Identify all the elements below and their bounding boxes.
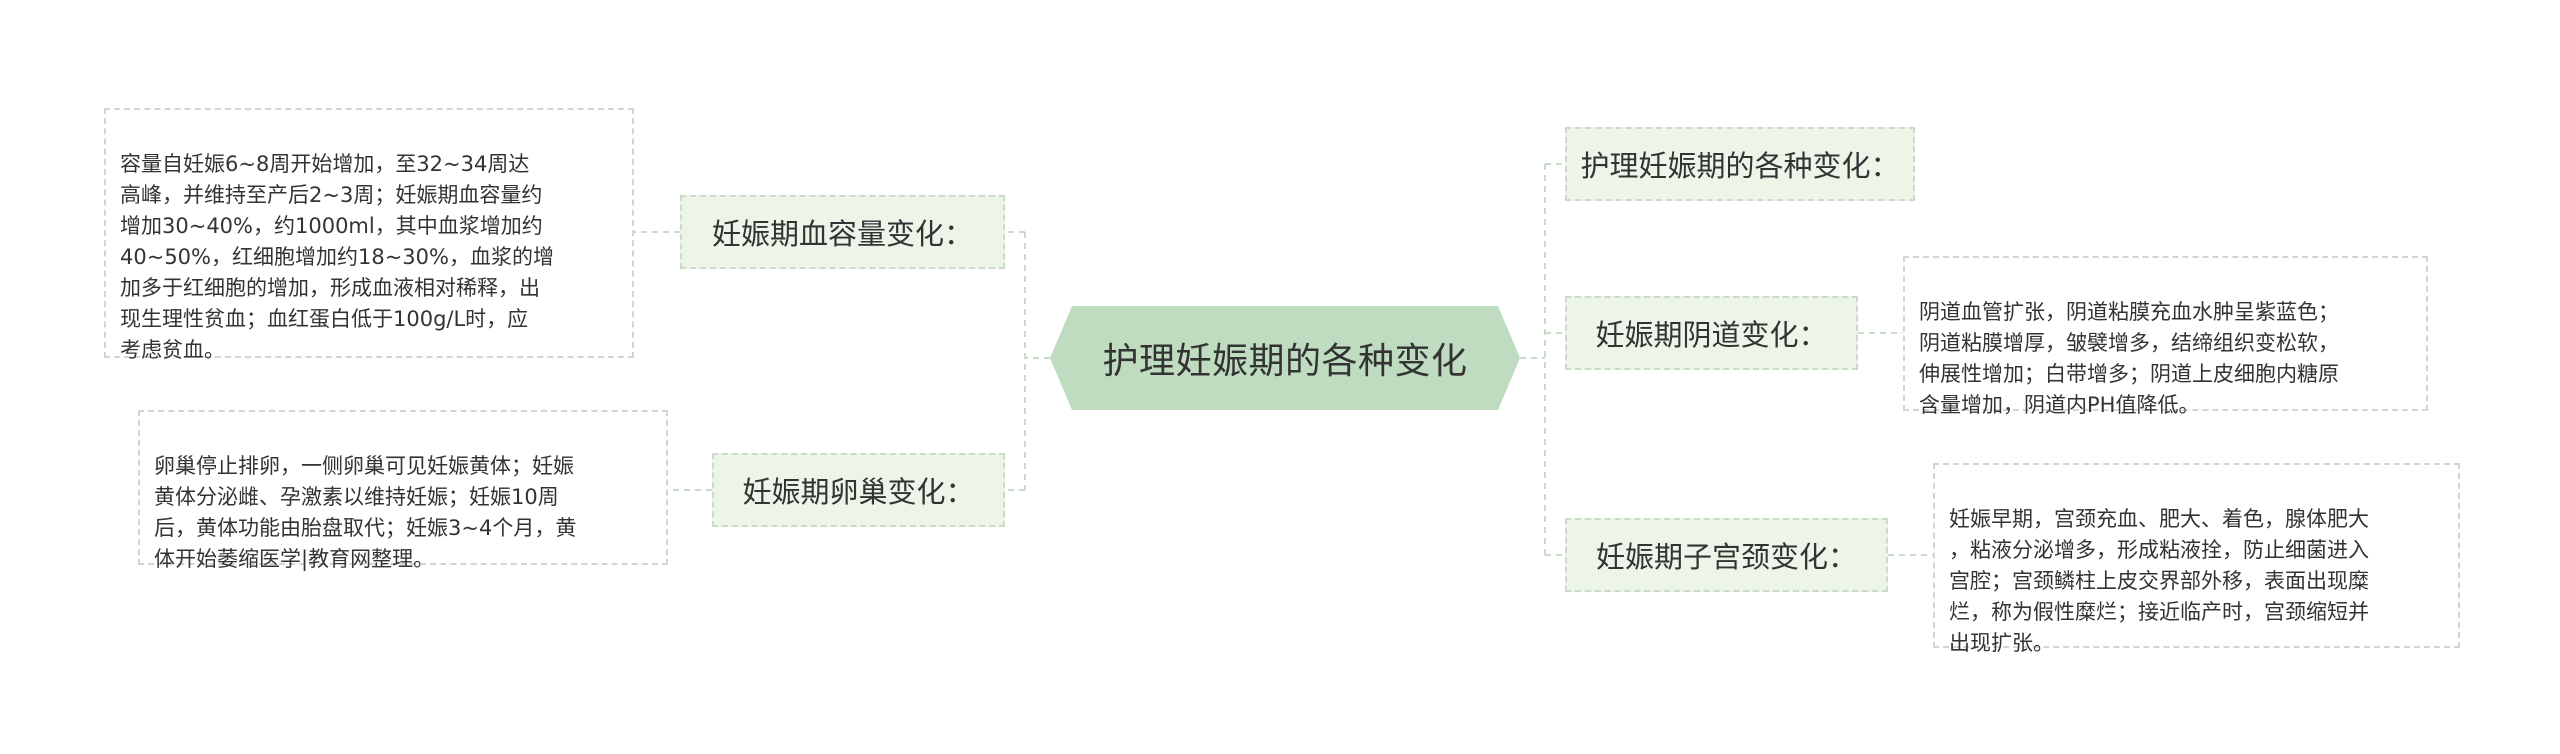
branch-nursing-label: 护理妊娠期的各种变化： (1580, 149, 1900, 183)
branch-cervix-label: 妊娠期子宫颈变化： (1595, 540, 1857, 574)
branch-ovary-label: 妊娠期卵巢变化： (742, 475, 975, 509)
detail-vagina[interactable]: 阴道血管扩张，阴道粘膜充血水肿呈紫蓝色； 阴道粘膜增厚，皱襞增多，结缔组织变松软… (1903, 256, 2428, 417)
central-topic-label: 护理妊娠期的各种变化 (1102, 341, 1468, 382)
central-topic[interactable]: 护理妊娠期的各种变化 (1050, 306, 1520, 410)
branch-nursing[interactable]: 护理妊娠期的各种变化： (1565, 127, 1915, 201)
detail-cervix[interactable]: 妊娠早期，宫颈充血、肥大、着色，腺体肥大 ，粘液分泌增多，形成粘液拴，防止细菌进… (1933, 463, 2460, 655)
detail-blood-volume[interactable]: 容量自妊娠6~8周开始增加，至32~34周达 高峰，并维持至产后2~3周；妊娠期… (104, 108, 634, 362)
branch-vagina[interactable]: 妊娠期阴道变化： (1565, 296, 1858, 370)
detail-blood-volume-text: 容量自妊娠6~8周开始增加，至32~34周达 高峰，并维持至产后2~3周；妊娠期… (120, 152, 554, 362)
detail-ovary[interactable]: 卵巢停止排卵，一侧卵巢可见妊娠黄体；妊娠 黄体分泌雌、孕激素以维持妊娠；妊娠10… (138, 410, 668, 571)
branch-cervix[interactable]: 妊娠期子宫颈变化： (1565, 518, 1888, 592)
branch-ovary[interactable]: 妊娠期卵巢变化： (712, 453, 1005, 527)
detail-ovary-text: 卵巢停止排卵，一侧卵巢可见妊娠黄体；妊娠 黄体分泌雌、孕激素以维持妊娠；妊娠10… (154, 454, 577, 571)
branch-blood-volume-label: 妊娠期血容量变化： (711, 217, 973, 251)
detail-vagina-text: 阴道血管扩张，阴道粘膜充血水肿呈紫蓝色； 阴道粘膜增厚，皱襞增多，结缔组织变松软… (1919, 300, 2339, 417)
branch-blood-volume[interactable]: 妊娠期血容量变化： (680, 195, 1005, 269)
detail-cervix-text: 妊娠早期，宫颈充血、肥大、着色，腺体肥大 ，粘液分泌增多，形成粘液拴，防止细菌进… (1949, 507, 2369, 655)
branch-vagina-label: 妊娠期阴道变化： (1595, 318, 1828, 352)
